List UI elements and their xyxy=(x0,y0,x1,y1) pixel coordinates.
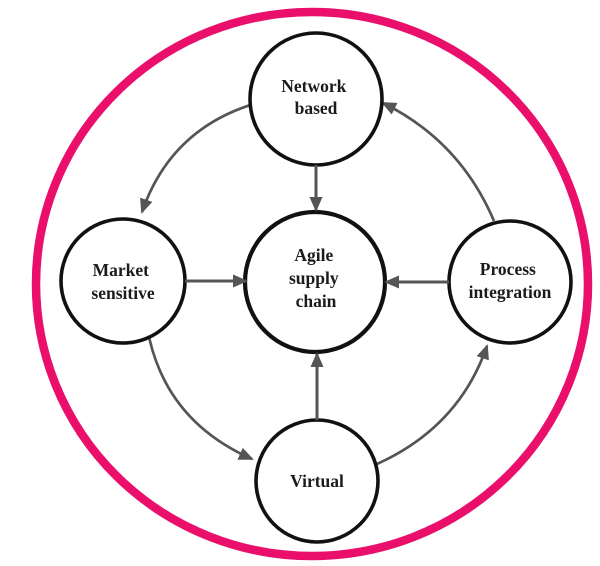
cycle-arrows xyxy=(140,101,496,466)
arrow-virtual-to-process-integration xyxy=(376,344,489,466)
arrow-market-sensitive-to-virtual xyxy=(147,336,254,461)
label-line: sensitive xyxy=(91,283,154,303)
label-line: chain xyxy=(296,291,337,311)
label-line: based xyxy=(295,98,338,118)
label-line: Network xyxy=(281,76,346,96)
label-line: Virtual xyxy=(290,471,344,491)
label-virtual: Virtual xyxy=(290,471,344,491)
label-line: Market xyxy=(93,260,150,280)
label-agile-supply-chain: Agile supply chain xyxy=(289,245,343,311)
label-line: supply xyxy=(289,268,339,288)
label-network-based: Network based xyxy=(281,76,351,118)
node-market-sensitive-circle xyxy=(59,217,187,345)
label-line: Agile xyxy=(294,245,333,265)
label-process-integration: Process integration xyxy=(469,259,552,302)
arrow-process-integration-to-network-based xyxy=(381,101,496,222)
label-line: integration xyxy=(469,282,552,302)
nodes xyxy=(59,31,573,544)
arrow-network-based-to-market-sensitive xyxy=(140,101,258,214)
node-labels: Network based Market sensitive Agile sup… xyxy=(91,76,551,491)
label-market-sensitive: Market sensitive xyxy=(91,260,154,303)
label-line: Process xyxy=(480,259,536,279)
center-arrows xyxy=(185,165,449,420)
outer-ring xyxy=(31,7,593,561)
